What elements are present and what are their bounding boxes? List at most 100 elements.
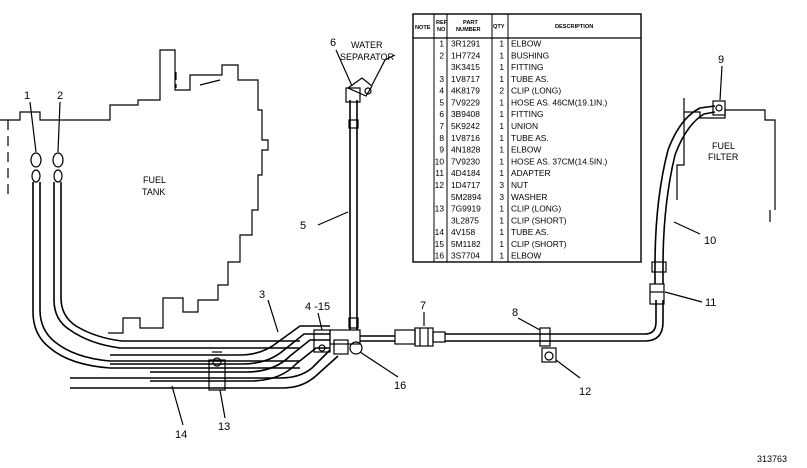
header-part-line1: PART bbox=[463, 20, 478, 26]
table-row: 3K3415 1 FITTING bbox=[451, 62, 544, 72]
nut-12 bbox=[541, 347, 557, 363]
cell-ref: 15 bbox=[435, 239, 445, 249]
elbow-9 bbox=[712, 100, 726, 116]
table-row: 12 1D4717 3 NUT bbox=[435, 180, 529, 190]
header-note: NOTE bbox=[415, 25, 431, 31]
cell-description: CLIP (LONG) bbox=[511, 204, 561, 214]
table-row: 9 4N1828 1 ELBOW bbox=[439, 145, 541, 155]
cell-description: ADAPTER bbox=[511, 168, 551, 178]
fuel-tank-label-line2: TANK bbox=[142, 187, 165, 197]
callout-3: 3 bbox=[259, 289, 265, 301]
callout-14: 14 bbox=[175, 429, 187, 441]
cell-part-number: 1D4717 bbox=[451, 180, 481, 190]
cell-ref: 8 bbox=[439, 133, 444, 143]
cell-ref: 14 bbox=[435, 227, 445, 237]
cell-ref: 9 bbox=[439, 145, 444, 155]
cell-part-number: 1V8717 bbox=[451, 74, 480, 84]
cell-description: BUSHING bbox=[511, 50, 549, 60]
cell-part-number: 7V9229 bbox=[451, 97, 480, 107]
cell-part-number: 3K3415 bbox=[451, 62, 480, 72]
cell-ref: 10 bbox=[435, 156, 445, 166]
cell-qty: 1 bbox=[499, 62, 504, 72]
cell-part-number: 4N1828 bbox=[451, 145, 481, 155]
cell-description: UNION bbox=[511, 121, 538, 131]
cell-description: NUT bbox=[511, 180, 528, 190]
cell-part-number: 7G9919 bbox=[451, 204, 481, 214]
cell-part-number: 5M2894 bbox=[451, 192, 482, 202]
cell-description: TUBE AS. bbox=[511, 227, 549, 237]
cell-qty: 1 bbox=[499, 145, 504, 155]
cell-ref: 3 bbox=[439, 74, 444, 84]
clip-13 bbox=[208, 351, 226, 391]
callout-8: 8 bbox=[512, 307, 518, 319]
adapter-11 bbox=[649, 283, 665, 305]
elbow-16 bbox=[329, 329, 395, 355]
union-7 bbox=[394, 327, 446, 347]
callout-4-15: 4 -15 bbox=[305, 301, 330, 313]
cell-ref: 1 bbox=[439, 39, 444, 49]
cell-part-number: 4V158 bbox=[451, 227, 476, 237]
cell-part-number: 3B9408 bbox=[451, 109, 480, 119]
fitting-6 bbox=[346, 77, 373, 97]
fuel-filter-label-line1: FUEL bbox=[712, 141, 735, 151]
cell-part-number: 7V9230 bbox=[451, 156, 480, 166]
cell-description: HOSE AS. 37CM(14.5IN.) bbox=[511, 156, 608, 166]
cell-ref: 11 bbox=[435, 168, 444, 178]
cell-qty: 1 bbox=[499, 168, 504, 178]
cell-qty: 1 bbox=[499, 215, 504, 225]
fuel-filter-label-line2: FILTER bbox=[708, 152, 739, 162]
table-header: NOTE REF NO PART NUMBER QTY DESCRIPTION bbox=[415, 20, 593, 33]
cell-part-number: 1V8716 bbox=[451, 133, 480, 143]
fuel-tank-label-line1: FUEL bbox=[143, 175, 166, 185]
cell-description: CLIP (SHORT) bbox=[511, 215, 567, 225]
header-description: DESCRIPTION bbox=[555, 24, 593, 30]
cell-qty: 1 bbox=[499, 156, 504, 166]
cell-qty: 1 bbox=[499, 74, 504, 84]
cell-part-number: 1H7724 bbox=[451, 50, 481, 60]
fuel-tank-outline bbox=[0, 49, 269, 334]
cell-part-number: 4K8179 bbox=[451, 86, 480, 96]
callout-16: 16 bbox=[394, 380, 406, 392]
callout-12: 12 bbox=[579, 386, 591, 398]
cell-qty: 1 bbox=[499, 121, 504, 131]
callout-13: 13 bbox=[218, 421, 230, 433]
header-part-line2: NUMBER bbox=[456, 27, 481, 33]
header-qty: QTY bbox=[493, 24, 505, 30]
cell-description: FITTING bbox=[511, 109, 544, 119]
cell-ref: 5 bbox=[439, 97, 444, 107]
cell-description: CLIP (SHORT) bbox=[511, 239, 567, 249]
cell-qty: 3 bbox=[499, 180, 504, 190]
callout-11: 11 bbox=[705, 297, 716, 309]
cell-qty: 1 bbox=[499, 133, 504, 143]
table-row: 8 1V8716 1 TUBE AS. bbox=[439, 133, 548, 143]
cell-ref: 6 bbox=[439, 109, 444, 119]
cell-description: ELBOW bbox=[511, 145, 541, 155]
cell-qty: 1 bbox=[499, 97, 504, 107]
callout-9: 9 bbox=[718, 54, 724, 66]
cell-description: FITTING bbox=[511, 62, 544, 72]
cell-ref: 12 bbox=[435, 180, 445, 190]
tube-8 bbox=[445, 300, 664, 347]
cell-description: WASHER bbox=[511, 192, 547, 202]
cell-description: ELBOW bbox=[511, 39, 541, 49]
callouts: 1 2 3 4 -15 5 6 7 8 9 10 11 12 13 14 16 bbox=[24, 37, 724, 441]
cell-description: TUBE AS. bbox=[511, 133, 549, 143]
hose-5 bbox=[345, 87, 361, 330]
callout-5: 5 bbox=[300, 220, 306, 232]
table-row: 10 7V9230 1 HOSE AS. 37CM(14.5IN.) bbox=[435, 156, 608, 166]
cell-ref: 16 bbox=[435, 251, 445, 261]
cell-part-number: 5K9242 bbox=[451, 121, 480, 131]
